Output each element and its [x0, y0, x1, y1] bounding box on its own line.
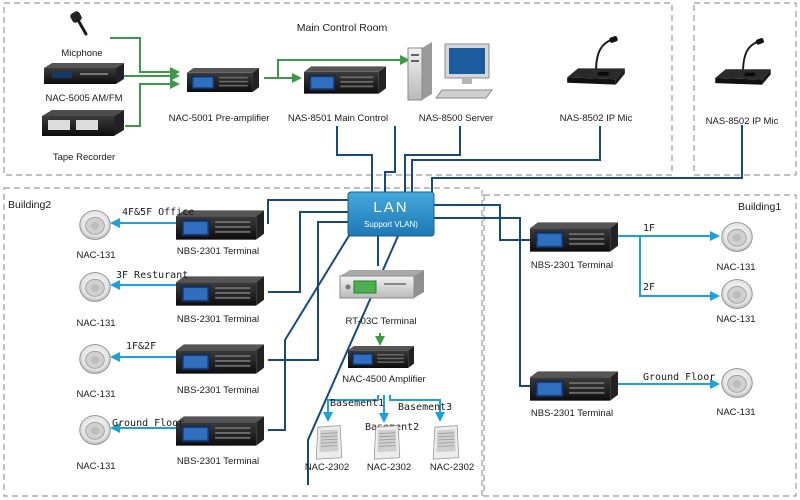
tape-recorder-label: Tape Recorder: [53, 152, 115, 163]
ip-mic-2-device: [714, 38, 772, 86]
tape-recorder-device: [42, 110, 124, 136]
speaker-feeds: [110, 218, 720, 433]
b1-terminal-2: [530, 371, 618, 401]
building1-zone: [483, 194, 797, 497]
lan-hub-title: LAN: [373, 199, 408, 216]
ip-mic-1-label: NAS-8502 IP Mic: [560, 113, 633, 124]
b1-terminal-1: [530, 222, 618, 252]
server-label: NAS-8500 Server: [419, 113, 493, 124]
basement-zone-3-label: Basement3: [398, 402, 452, 413]
b2-zone-1-label: 4F&5F Office: [122, 207, 194, 218]
pre-amplifier-label: NAC-5001 Pre-amplifier: [169, 113, 270, 124]
b2-speaker-2-label: NAC-131: [76, 318, 115, 329]
basement-speaker-1: [315, 425, 343, 460]
rt03c-terminal-device: [339, 270, 424, 299]
microphone-device: [70, 11, 88, 36]
amplifier-device: [347, 346, 415, 368]
b1-zone-3-label: Ground Floor: [643, 372, 715, 383]
b2-terminal-1-label: NBS-2301 Terminal: [177, 246, 259, 257]
am-fm-tuner-device: [44, 63, 124, 84]
amplifier-label: NAC-4500 Amplifier: [342, 374, 425, 385]
b2-speaker-1-label: NAC-131: [76, 250, 115, 261]
rt03c-terminal-label: RT-03C Terminal: [346, 316, 417, 327]
pre-amplifier-device: [186, 68, 260, 92]
b2-terminal-3: [176, 344, 264, 374]
b1-terminal-1-label: NBS-2301 Terminal: [531, 260, 613, 271]
basement-zone-1-label: Basement1: [330, 398, 384, 409]
lan-hub-subtitle: Support VLAN): [364, 220, 418, 229]
b2-terminal-4: [176, 416, 264, 446]
main-control-device: [304, 66, 386, 94]
b2-speaker-3-label: NAC-131: [76, 389, 115, 400]
server-device: [407, 42, 493, 101]
b1-speaker-3: [721, 368, 753, 398]
basement-speaker-3: [432, 425, 460, 460]
building2-title: Building2: [8, 199, 51, 211]
b1-speaker-1-label: NAC-131: [716, 262, 755, 273]
basement-speaker-3-label: NAC-2302: [430, 462, 474, 473]
main-control-room-title: Main Control Room: [297, 22, 388, 34]
am-fm-tuner-label: NAC-5005 AM/FM: [45, 93, 122, 104]
b1-zone-2-label: 2F: [643, 282, 655, 293]
main-control-room-zone: [3, 2, 673, 176]
control-room-audio-flow: [110, 37, 410, 127]
b2-speaker-4-label: NAC-131: [76, 461, 115, 472]
basement-speaker-2-label: NAC-2302: [367, 462, 411, 473]
ip-mic-1-device: [566, 36, 626, 86]
microphone-label: Micphone: [61, 48, 102, 59]
basement-speaker-2: [373, 425, 401, 460]
b2-terminal-4-label: NBS-2301 Terminal: [177, 456, 259, 467]
b1-speaker-2-label: NAC-131: [716, 314, 755, 325]
lan-network-wiring: [267, 125, 743, 485]
main-control-label: NAS-8501 Main Control: [288, 113, 388, 124]
b2-speaker-2: [79, 272, 111, 302]
b2-terminal-2-label: NBS-2301 Terminal: [177, 314, 259, 325]
ip-mic-zone: [693, 2, 797, 176]
b2-terminal-3-label: NBS-2301 Terminal: [177, 385, 259, 396]
b2-speaker-1: [79, 210, 111, 240]
basement-speaker-1-label: NAC-2302: [305, 462, 349, 473]
b2-speaker-4: [79, 415, 111, 445]
b2-zone-2-label: 3F Resturant: [116, 270, 188, 281]
b2-zone-4-label: Ground Floor: [112, 418, 184, 429]
lan-hub[interactable]: LAN Support VLAN): [347, 191, 435, 237]
b2-zone-3-label: 1F&2F: [126, 341, 156, 352]
b1-speaker-1: [721, 222, 753, 252]
b1-speaker-2: [721, 279, 753, 309]
building1-title: Building1: [738, 201, 781, 213]
b1-terminal-2-label: NBS-2301 Terminal: [531, 408, 613, 419]
b2-speaker-3: [79, 344, 111, 374]
b2-terminal-2: [176, 276, 264, 306]
building2-zone: [3, 187, 483, 497]
ip-mic-2-label: NAS-8502 IP Mic: [706, 116, 779, 127]
b1-zone-1-label: 1F: [643, 223, 655, 234]
b1-speaker-3-label: NAC-131: [716, 407, 755, 418]
